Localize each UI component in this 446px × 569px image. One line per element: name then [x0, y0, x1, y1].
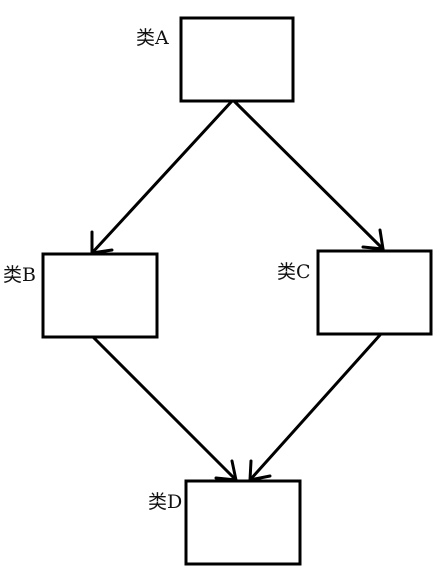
edge-b-to-d [91, 335, 238, 482]
node-class-c: 类C [277, 249, 433, 336]
node-b-label: 类B [3, 264, 36, 286]
node-d-box [184, 479, 302, 566]
node-class-d: 类D [148, 479, 302, 566]
node-class-a: 类A [136, 16, 295, 103]
node-b-box [41, 252, 159, 339]
edge-c-to-d [248, 333, 382, 482]
edge-a-to-b [90, 99, 234, 255]
node-a-label: 类A [136, 27, 169, 49]
node-a-box [179, 16, 295, 103]
node-d-label: 类D [148, 491, 182, 513]
node-c-box [316, 249, 433, 336]
node-class-b: 类B [3, 252, 159, 339]
node-c-label: 类C [277, 261, 311, 283]
edge-a-to-c [232, 99, 385, 251]
